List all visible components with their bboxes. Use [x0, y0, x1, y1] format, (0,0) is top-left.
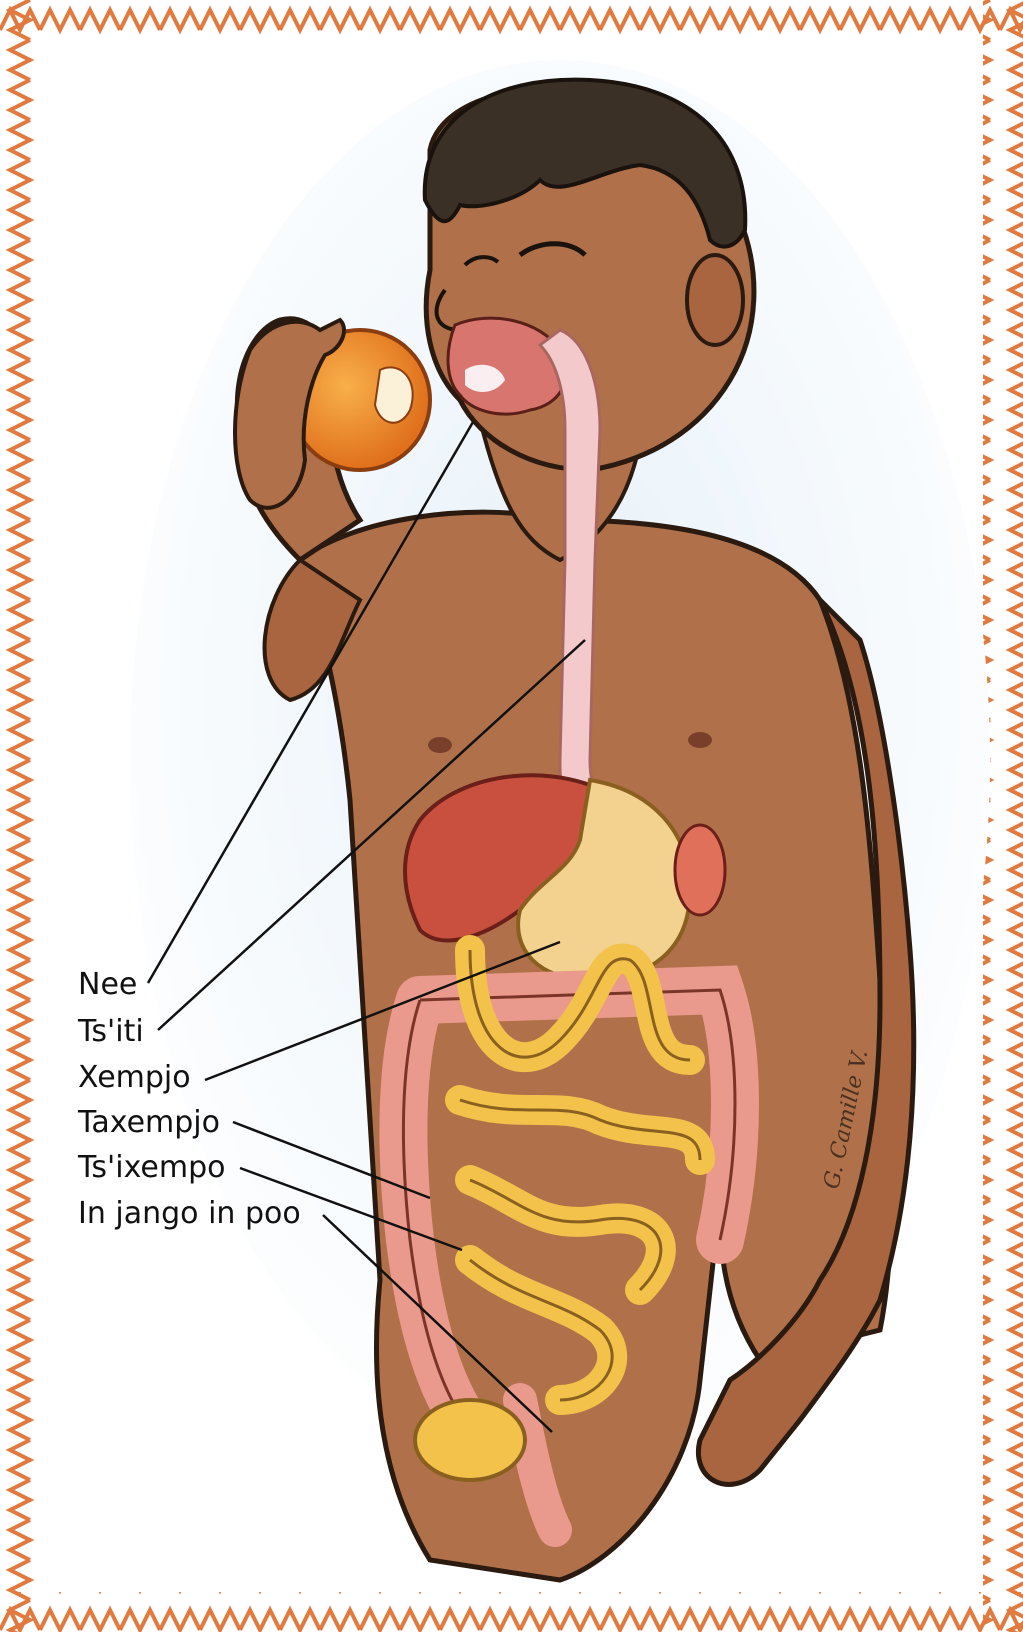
- label-mouth: Nee: [78, 967, 137, 1003]
- label-large-intestine: Taxempjo: [78, 1105, 220, 1141]
- label-esophagus: Ts'iti: [78, 1014, 144, 1050]
- label-stomach: Xempjo: [78, 1060, 191, 1096]
- label-small-intestine: Ts'ixempo: [78, 1150, 225, 1186]
- label-rectum-anus: In jango in poo: [78, 1196, 301, 1232]
